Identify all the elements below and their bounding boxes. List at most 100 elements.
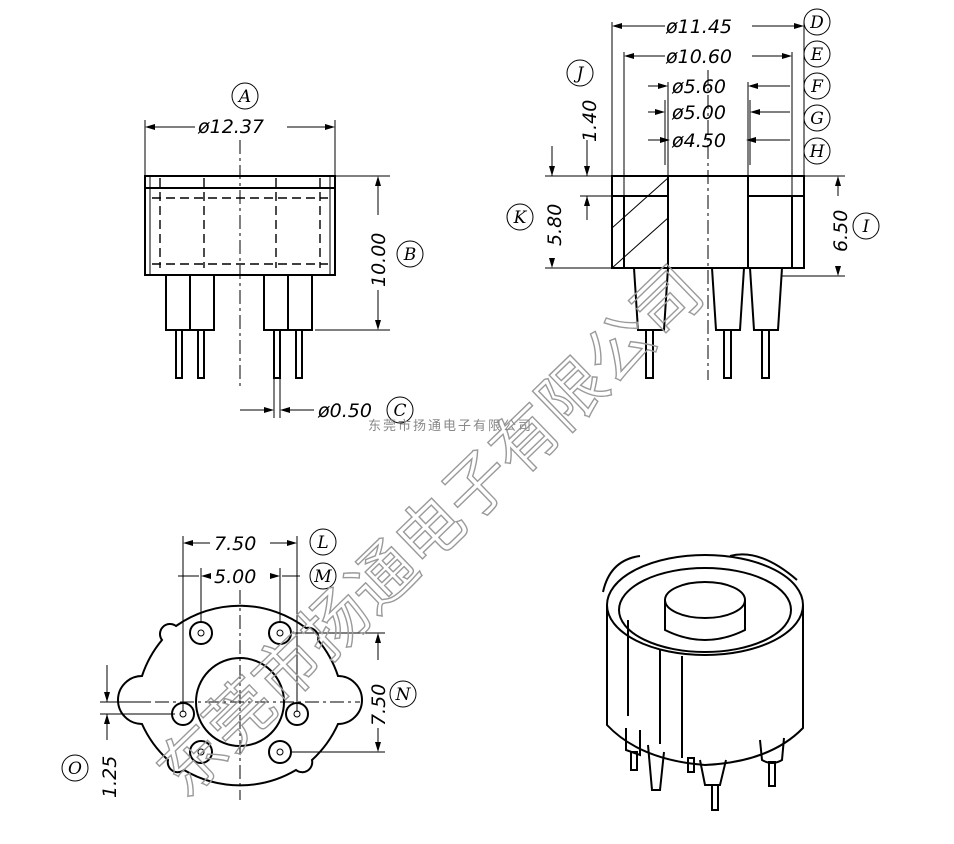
dimI-arrow-top [835,176,841,186]
iso-pin-5 [687,757,695,773]
dimI-arrow-bottom [835,266,841,276]
section-pin-3 [761,329,770,379]
tag-J-bubble [566,59,594,87]
dimL-arrow-left [183,540,193,546]
dimH-value: ø4.50 [671,130,726,152]
section-pin-1 [645,329,654,379]
section-hatch-1 [611,177,669,229]
dimM-value: 5.00 [214,566,256,588]
tag-M: M [313,567,332,587]
front-sleeve-1 [165,275,191,331]
dimN-arrow-bottom [375,742,381,752]
iso-pin-4 [768,761,776,787]
dimO-arrow-top [104,692,110,702]
tag-I: I [862,217,870,237]
tag-C: C [393,401,406,421]
front-pin-1 [175,329,183,379]
dimD-arrow-right [794,23,804,29]
iso-post-top [664,581,746,619]
tag-F: F [810,77,824,97]
tag-A-bubble [231,82,259,110]
dimK-value: 5.80 [544,204,566,246]
dimB-arrow-top [375,176,381,186]
tag-F-bubble [803,72,831,100]
iso-pin-2 [647,744,665,791]
section-hatch-2 [611,217,669,269]
front-view: ø12.37 A 10.00 B ø0.50 C [144,82,424,424]
tag-I-bubble [852,212,880,240]
watermark-large: 东莞市扬通电子有限公司 [143,252,719,812]
section-view: ø11.45 D ø10.60 E ø5.60 F ø5.00 G [506,8,880,380]
dimO-value: 1.25 [99,756,121,798]
dimC-arrow-left [264,407,274,413]
dimC-value: ø0.50 [317,400,372,422]
tag-L-bubble [309,528,337,556]
dimN-value: 7.50 [368,684,390,726]
bottom-pin-1 [189,621,213,645]
bottom-pin-2-core [276,629,284,637]
tag-A: A [237,87,251,107]
front-pin-2 [197,329,205,379]
dimH-arrow-right [746,137,756,143]
tag-H: H [809,142,826,162]
tag-H-bubble [803,137,831,165]
dimD-value: ø11.45 [665,16,732,38]
tag-K: K [513,208,528,228]
section-pin-2 [723,329,732,379]
tag-G: G [810,109,824,129]
front-sleeve-2 [189,275,215,331]
dimF-arrow-right [748,83,758,89]
tag-M-bubble [309,562,337,590]
isometric-view [602,553,804,811]
dimE-value: ø10.60 [665,46,732,68]
watermark: 东莞市扬通电子有限公司 东莞市扬通电子有限公司 [142,251,719,812]
dimH-arrow-left [660,137,670,143]
tag-N: N [395,685,412,705]
tag-N-bubble [389,680,417,708]
tag-E-bubble [803,40,831,68]
tag-D-bubble [803,8,831,36]
dimL-value: 7.50 [214,533,256,555]
bottom-pin-6 [268,740,292,764]
bottom-pin-5-core [197,748,205,756]
dimF-arrow-left [658,83,668,89]
section-sleeve-mid [711,267,745,331]
tag-L: L [316,533,328,553]
tag-C-bubble [386,396,414,424]
dimA-arrow-left [145,124,155,130]
dimK-arrow-bottom [549,258,555,268]
tag-K-bubble [506,203,534,231]
tag-O: O [68,759,82,779]
iso-body-side [606,605,804,767]
dimA-value: ø12.37 [197,116,264,138]
dimE-arrow-right [782,53,792,59]
tag-E: E [810,45,824,65]
iso-notch-right [729,553,798,581]
iso-pin-1 [630,751,638,771]
dimM-arrow-right [270,573,280,579]
bottom-pin-1-core [197,629,205,637]
iso-top-inner [618,567,792,653]
dimA-arrow-right [325,124,335,130]
dimJ-arrow-top [584,166,590,176]
dimG-arrow-left [655,109,665,115]
dimL-arrow-right [287,540,297,546]
dimJ-value: 1.40 [579,100,601,142]
dimJ-arrow-bottom [584,196,590,206]
dimM-arrow-left [201,573,211,579]
front-pin-3 [273,329,281,379]
bottom-pin-6-core [276,748,284,756]
tag-D: D [809,13,824,33]
tag-O-bubble [61,754,89,782]
dimB-value: 10.00 [368,233,390,287]
front-pin-4 [295,329,303,379]
watermark-small: 东莞市扬通电子有限公司 [368,418,533,434]
bottom-view: 7.50 L 5.00 M 7.50 N 1.25 O [61,528,417,800]
front-sleeve-4 [287,275,313,331]
dimI-value: 6.50 [830,210,852,252]
bottom-pin-5 [189,740,213,764]
tag-G-bubble [803,104,831,132]
dimC-arrow-right [280,407,290,413]
